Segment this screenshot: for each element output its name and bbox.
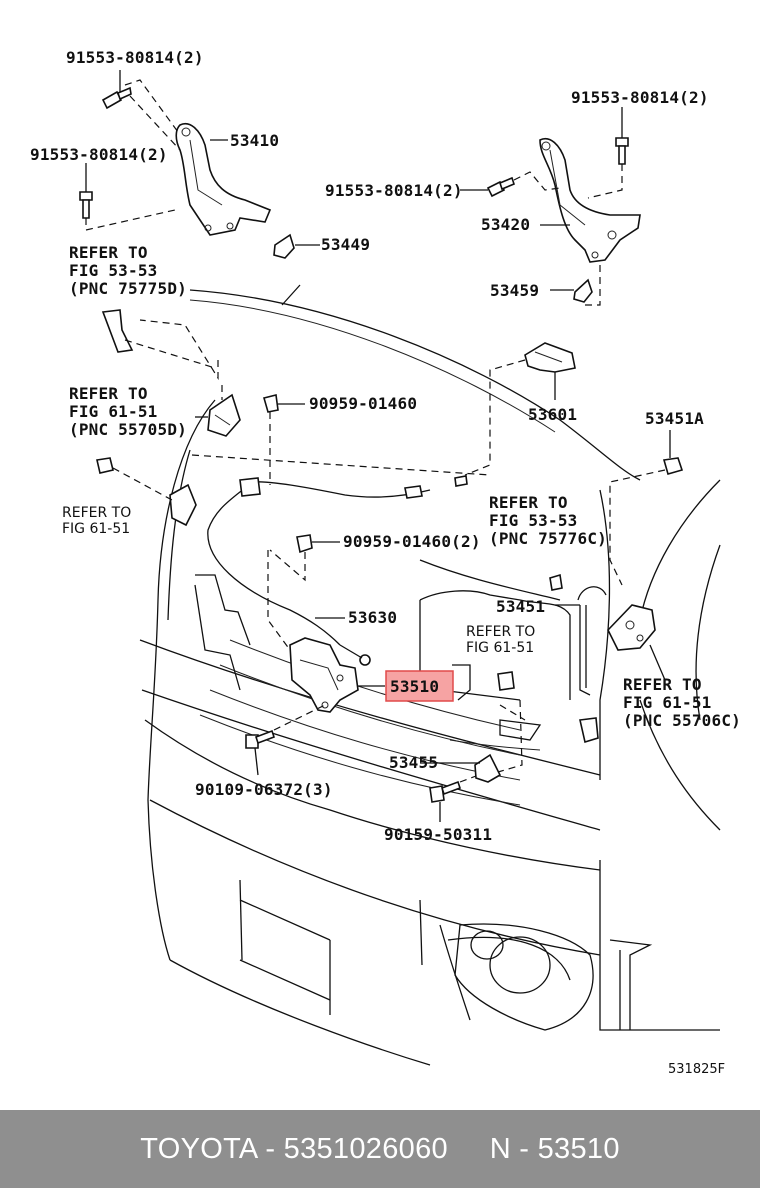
- vehicle-body-outline: [139, 284, 721, 1066]
- bolt-91553-right-upper: [615, 137, 629, 165]
- refer-note-4: REFER TO FIG 53-53 (PNC 75776C): [489, 493, 607, 548]
- svg-text:FIG 61-51: FIG 61-51: [623, 693, 712, 712]
- refer-note-3: REFER TO FIG 61-51: [62, 505, 131, 537]
- refer-note-1: REFER TO FIG 53-53 (PNC 75775D): [69, 243, 187, 298]
- refer-note-5: REFER TO FIG 61-51: [466, 624, 535, 656]
- cable-53630: [207, 475, 468, 666]
- label-91553-d: 91553-80814(2): [325, 181, 463, 200]
- part-left-grommet: [96, 457, 114, 474]
- svg-text:REFER TO: REFER TO: [623, 675, 702, 694]
- part-53455: [474, 753, 502, 783]
- label-91553-c: 91553-80814(2): [571, 88, 709, 107]
- parts-diagram: 91553-80814(2) 91553-80814(2) 91553-8081…: [30, 48, 741, 1077]
- label-53459: 53459: [490, 281, 539, 300]
- label-91553-b: 91553-80814(2): [30, 145, 168, 164]
- label-90109: 90109-06372(3): [195, 780, 333, 799]
- svg-text:REFER TO: REFER TO: [466, 624, 535, 640]
- highlight-53510: [385, 670, 454, 702]
- label-90959-a: 90959-01460: [309, 394, 417, 413]
- svg-text:REFER TO: REFER TO: [69, 384, 148, 403]
- svg-text:(PNC 55706C): (PNC 55706C): [623, 711, 741, 730]
- svg-text:FIG 53-53: FIG 53-53: [69, 261, 158, 280]
- bolt-91553-left-lower: [79, 191, 93, 219]
- part-left-latch-bracket: [207, 393, 241, 437]
- svg-text:REFER TO: REFER TO: [62, 505, 131, 521]
- svg-text:FIG 61-51: FIG 61-51: [69, 402, 158, 421]
- bolt-90109: [245, 729, 276, 749]
- clip-53449: [273, 233, 295, 259]
- part-53451A: [662, 457, 684, 475]
- label-53410: 53410: [230, 131, 279, 150]
- label-53451A: 53451A: [645, 409, 704, 428]
- svg-text:FIG 61-51: FIG 61-51: [466, 640, 534, 656]
- svg-text:FIG 61-51: FIG 61-51: [62, 521, 130, 537]
- bolt-90159: [429, 780, 462, 803]
- bolt-91553-left-upper: [101, 86, 132, 110]
- refer-note-2: REFER TO FIG 61-51 (PNC 55705D): [69, 384, 187, 439]
- svg-text:(PNC 75775D): (PNC 75775D): [69, 279, 187, 298]
- part-left-bracket: [169, 483, 197, 527]
- part-small-clip-right: [579, 717, 599, 744]
- svg-text:FIG 53-53: FIG 53-53: [489, 511, 578, 530]
- svg-text:REFER TO: REFER TO: [69, 243, 148, 262]
- hinge-53410: [175, 123, 272, 236]
- label-53601: 53601: [528, 405, 577, 424]
- label-53451: 53451: [496, 597, 545, 616]
- label-53455: 53455: [389, 753, 438, 772]
- hood-lock-53510: [289, 637, 359, 713]
- svg-text:(PNC 75776C): (PNC 75776C): [489, 529, 607, 548]
- part-left-top-bracket: [101, 309, 134, 353]
- part-53601: [524, 342, 576, 373]
- label-53510: 53510: [390, 677, 439, 696]
- footer-part-number: TOYOTA - 5351026060 N - 53510: [140, 1132, 620, 1165]
- bolt-91553-right-mid: [486, 176, 515, 198]
- clip-53459: [573, 278, 593, 303]
- label-53449: 53449: [321, 235, 370, 254]
- hinge-53420: [539, 138, 641, 263]
- part-labels: 91553-80814(2) 91553-80814(2) 91553-8081…: [30, 48, 725, 1077]
- part-right-latch-bracket: [607, 604, 656, 651]
- diagram-svg: 91553-80814(2) 91553-80814(2) 91553-8081…: [30, 48, 741, 1077]
- footer-bar: TOYOTA - 5351026060 N - 53510: [0, 1110, 760, 1188]
- refer-note-6: REFER TO FIG 61-51 (PNC 55706C): [623, 675, 741, 730]
- label-53630: 53630: [348, 608, 397, 627]
- clip-90959-upper: [263, 394, 279, 413]
- label-90959-b: 90959-01460(2): [343, 532, 481, 551]
- support-rod-53451: [549, 573, 607, 696]
- label-91553-a: 91553-80814(2): [66, 48, 204, 67]
- label-90159: 90159-50311: [384, 825, 492, 844]
- svg-text:(PNC 55705D): (PNC 55705D): [69, 420, 187, 439]
- svg-text:REFER TO: REFER TO: [489, 493, 568, 512]
- clip-90959-lower: [296, 534, 313, 554]
- leader-lines: [85, 70, 671, 822]
- part-grommet-center: [497, 671, 515, 691]
- label-53420: 53420: [481, 215, 530, 234]
- label-figure-code: 531825F: [668, 1062, 725, 1077]
